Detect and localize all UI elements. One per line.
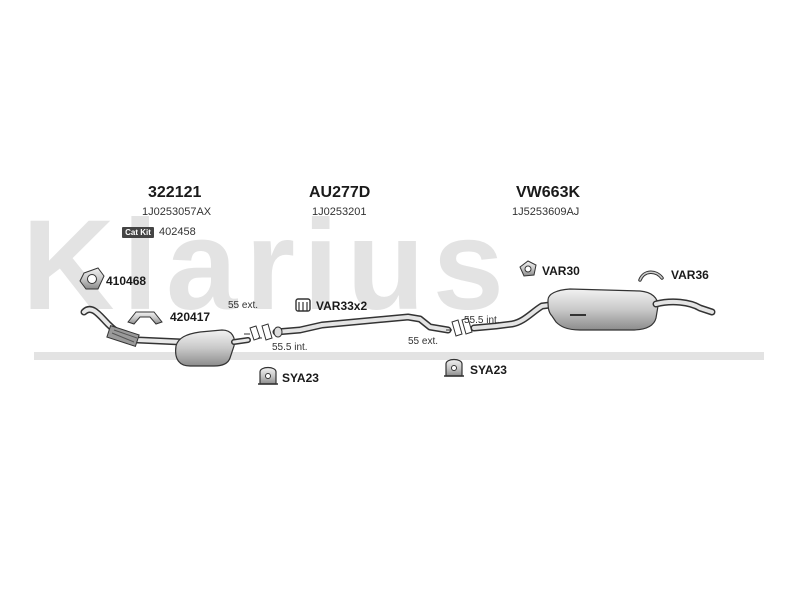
- part-label-hanger-var30[interactable]: VAR30: [542, 264, 580, 278]
- hanger-icon[interactable]: [638, 270, 664, 282]
- part-label-gasket[interactable]: 410468: [106, 274, 147, 288]
- part-label-mount-right[interactable]: SYA23: [470, 363, 507, 377]
- middle-pipe-icon[interactable]: [272, 313, 452, 338]
- group-ref-2: 1J0253201: [312, 206, 367, 218]
- group-code-2: AU277D: [309, 184, 371, 201]
- dimension-label: 55.5 int.: [272, 342, 308, 353]
- group-ref-1: 1J0253057AX: [142, 206, 212, 218]
- dimension-label: 55 ext.: [228, 300, 259, 311]
- joint-right: [446, 317, 473, 337]
- catkit-badge: Cat Kit: [122, 227, 154, 238]
- part-label-hanger-var36[interactable]: VAR36: [671, 268, 709, 282]
- group-code-1: 322121: [148, 184, 202, 201]
- watermark-underline: [34, 352, 764, 360]
- front-pipe-icon[interactable]: [80, 305, 186, 347]
- dimension-label: 55.5 int.: [464, 315, 500, 326]
- rear-silencer-icon[interactable]: [470, 288, 716, 332]
- dimension-label: 55 ext.: [408, 336, 439, 347]
- group-code-3: VW663K: [516, 184, 581, 201]
- catkit-code: 402458: [159, 226, 196, 238]
- joint-left: [244, 323, 273, 341]
- hanger-icon[interactable]: [519, 260, 537, 277]
- part-label-clamp[interactable]: VAR33x2: [316, 299, 368, 313]
- clamp-icon[interactable]: [295, 298, 311, 312]
- part-label-bracket[interactable]: 420417: [170, 310, 211, 324]
- gasket-icon[interactable]: [79, 267, 105, 290]
- part-label-mount-left[interactable]: SYA23: [282, 371, 319, 385]
- catalyst-icon[interactable]: [175, 329, 251, 367]
- watermark-logo: Klarius: [22, 194, 512, 337]
- mount-icon[interactable]: [258, 366, 278, 385]
- mount-icon[interactable]: [444, 358, 464, 377]
- bracket-icon[interactable]: [127, 311, 163, 325]
- group-ref-3: 1J5253609AJ: [512, 206, 580, 218]
